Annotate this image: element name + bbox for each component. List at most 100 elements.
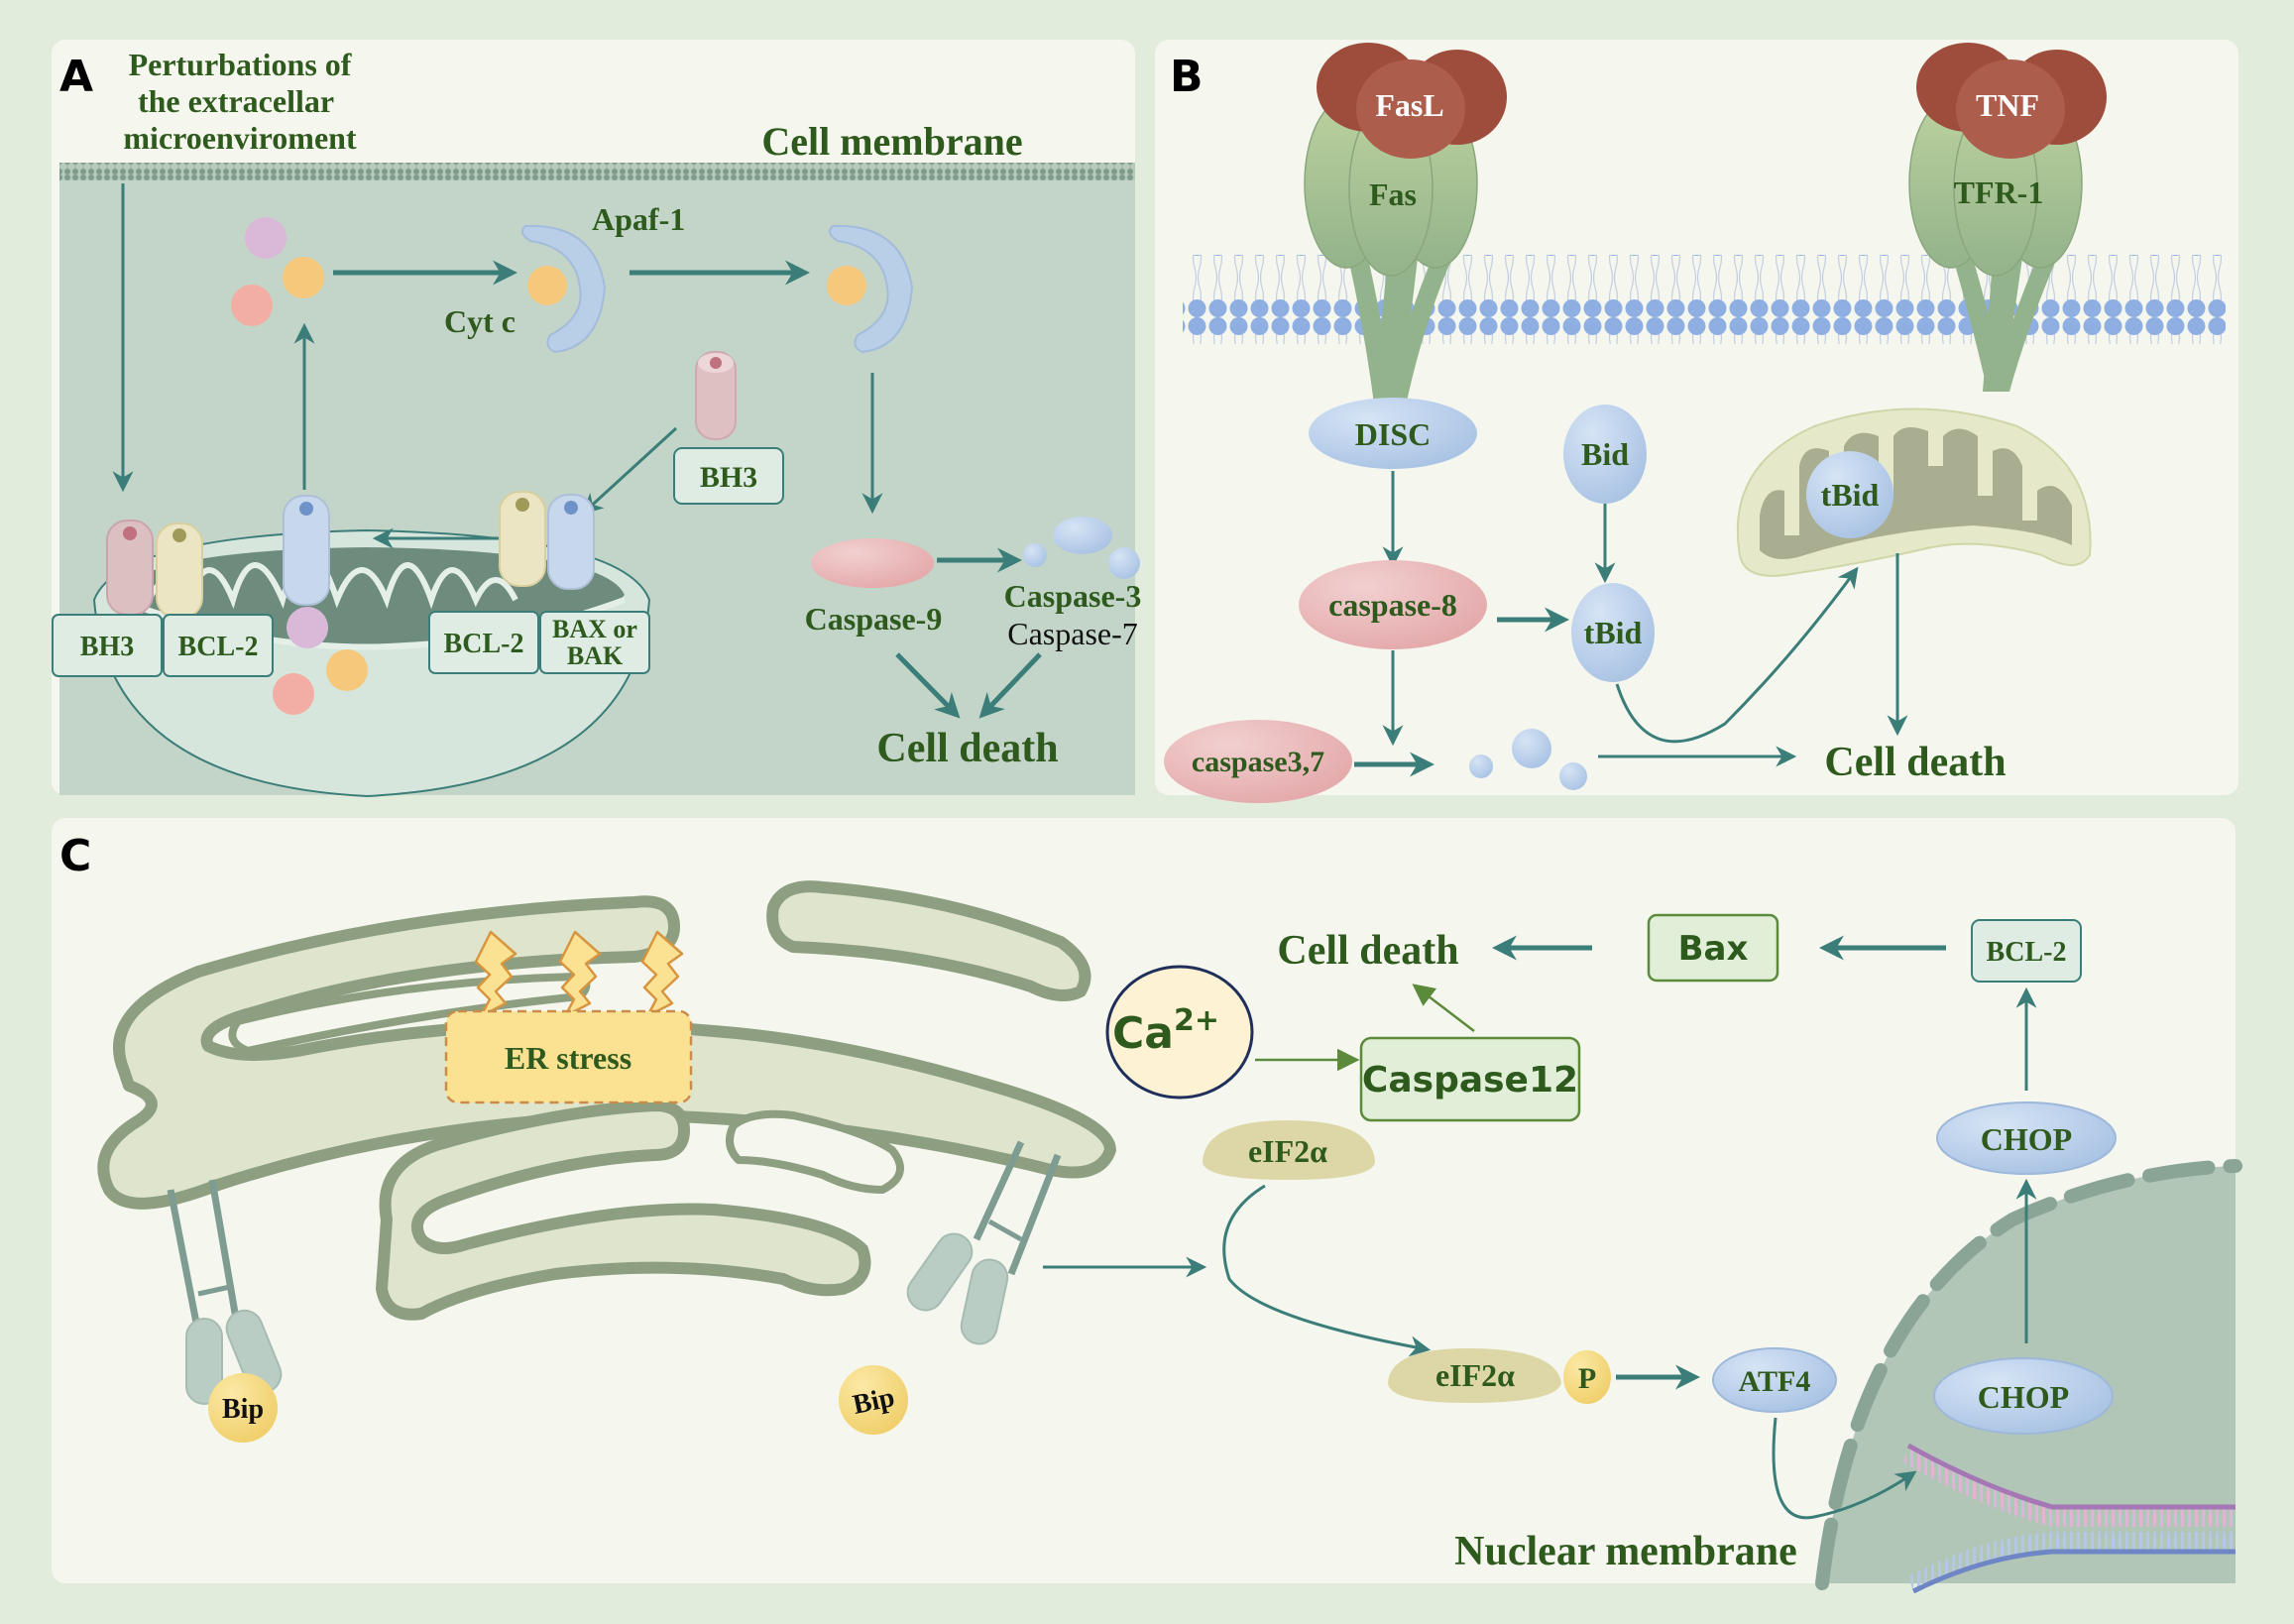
calcium-label: Ca2+ (1112, 1003, 1219, 1059)
apaf1-label: Apaf-1 (592, 201, 685, 237)
apoptosome-cytc (827, 266, 866, 305)
panel-c: C ER stress Bip (52, 818, 2242, 1594)
disc-shape (1309, 398, 1477, 469)
eif2a-bottom-shape (1388, 1348, 1561, 1403)
tbid-shape (1571, 583, 1655, 682)
eif2a-top-label: eIF2α (1248, 1133, 1327, 1169)
bax-core (564, 501, 578, 515)
bax-box (1647, 913, 1779, 983)
fasl-ligand (1317, 43, 1507, 159)
bh3-mito-core (123, 526, 137, 540)
disc-label: DISC (1355, 416, 1431, 452)
pore-core (299, 502, 313, 516)
arrow-caspase9-to-death (895, 652, 961, 719)
tnf-label: TNF (1976, 87, 2039, 123)
arrow-bh3-to-bax (581, 426, 678, 515)
lightning-icon (558, 930, 602, 1018)
nuclear-membrane-label: Nuclear membrane (1454, 1529, 1797, 1574)
eif2a-top-shape (1203, 1120, 1375, 1180)
er-stress-box (444, 1009, 693, 1104)
bip-right-shape (839, 1365, 908, 1435)
bid-label: Bid (1581, 436, 1629, 472)
tbid-mito-label: tBid (1821, 477, 1880, 513)
receptor-domain-right-a (906, 1232, 974, 1312)
nuclear-envelope (1815, 1159, 2242, 1590)
fasl-label: FasL (1375, 87, 1443, 123)
cytc-label: Cyt c (444, 303, 516, 339)
arrow-tbid-to-mitochondrion (1615, 566, 1859, 744)
caspase12-label: Caspase12 (1362, 1060, 1578, 1101)
caspase7-label: Caspase-7 (1007, 616, 1138, 651)
tbid-label: tBid (1584, 615, 1643, 650)
tnf-ligand (1916, 43, 2107, 159)
apaf1-crescent (520, 224, 607, 354)
bcl2-box (1971, 919, 2082, 983)
fragment-dot-1 (1469, 754, 1493, 778)
stress-bolts (474, 930, 684, 1018)
pore-cylinder (283, 495, 330, 606)
tfr1-label: TFR-1 (1954, 174, 2044, 210)
bid-shape (1563, 405, 1647, 504)
bcl2-label: BCL-2 (1987, 937, 2067, 968)
ire1-receptor-right (973, 1140, 1062, 1276)
calcium-charge: 2+ (1174, 1003, 1219, 1038)
panel-c-card (52, 818, 2236, 1583)
er-stress-label: ER stress (505, 1040, 631, 1076)
caspase9-shape (811, 538, 934, 588)
bax-label: Bax (1678, 929, 1749, 969)
atf4-shape (1712, 1347, 1837, 1413)
panel-b: B FasL Fas (1155, 40, 2238, 803)
mito-label-bcl2-right: BCL-2 (444, 629, 524, 659)
chop-bottom-label: CHOP (1978, 1379, 2069, 1415)
caspase8-shape (1299, 560, 1487, 649)
receptor-domain-right-b (960, 1258, 1009, 1345)
apoptosome-crescent (828, 224, 914, 354)
fas-label: Fas (1369, 176, 1417, 212)
bh3-free-box (673, 447, 784, 505)
plasma-membrane-bilayer (1183, 255, 2226, 344)
mito-box-bcl2-left (163, 614, 274, 677)
arrow-atf4-to-dna (1772, 1417, 1917, 1520)
caspase12-box (1359, 1036, 1581, 1122)
calcium-symbol: Ca (1112, 1008, 1174, 1059)
cytc-orange-molecule (283, 257, 324, 298)
ire1-receptor-left (167, 1179, 240, 1344)
calcium-ion-shape (1105, 965, 1254, 1100)
arrow-caspase37-to-death (978, 652, 1042, 719)
panel-c-letter: C (59, 831, 91, 881)
panel-b-letter: B (1170, 52, 1204, 102)
caspase37-dot-right (1108, 547, 1140, 579)
caspase8-label: caspase-8 (1328, 587, 1457, 623)
arrow-caspase12-to-death (1412, 984, 1475, 1032)
receptor-domain-left-a (185, 1318, 223, 1405)
caspase9-label: Caspase-9 (805, 601, 943, 637)
mito-box-bh3 (52, 614, 163, 677)
bcl2-right-core (516, 498, 529, 512)
bax-cylinder (547, 494, 595, 590)
phosphate-shape (1563, 1350, 1611, 1404)
atf4-label: ATF4 (1739, 1365, 1811, 1398)
cell-death-label-a: Cell death (876, 726, 1058, 771)
fragment-dot-2 (1512, 729, 1551, 768)
panel-a-letter: A (59, 52, 93, 102)
bcl2-right-cylinder (499, 491, 546, 587)
fragment-dot-3 (1559, 762, 1587, 790)
caspase37-dot-large (1053, 517, 1112, 554)
stimulus-label-line1: Perturbations of (129, 47, 352, 82)
stimulus-label-line3: microenviroment (123, 120, 357, 156)
cytc-purple-molecule (245, 217, 287, 259)
cytc-bound-molecule (527, 266, 567, 305)
tbid-mito-shape (1806, 451, 1893, 538)
caspase37-label: caspase3,7 (1192, 746, 1324, 778)
released-purple (287, 607, 328, 648)
cell-membrane-band (59, 163, 1135, 180)
mito-label-bak: BAK (567, 641, 624, 670)
eif2a-bottom-label: eIF2α (1435, 1357, 1515, 1393)
caspase37-shape (1164, 720, 1352, 803)
mito-box-bax-bak (539, 611, 650, 674)
cell-death-label-c: Cell death (1277, 928, 1458, 974)
phosphate-label: P (1578, 1362, 1596, 1395)
bh3-cylinder (695, 351, 737, 440)
bcl2-mito-core (172, 528, 186, 542)
